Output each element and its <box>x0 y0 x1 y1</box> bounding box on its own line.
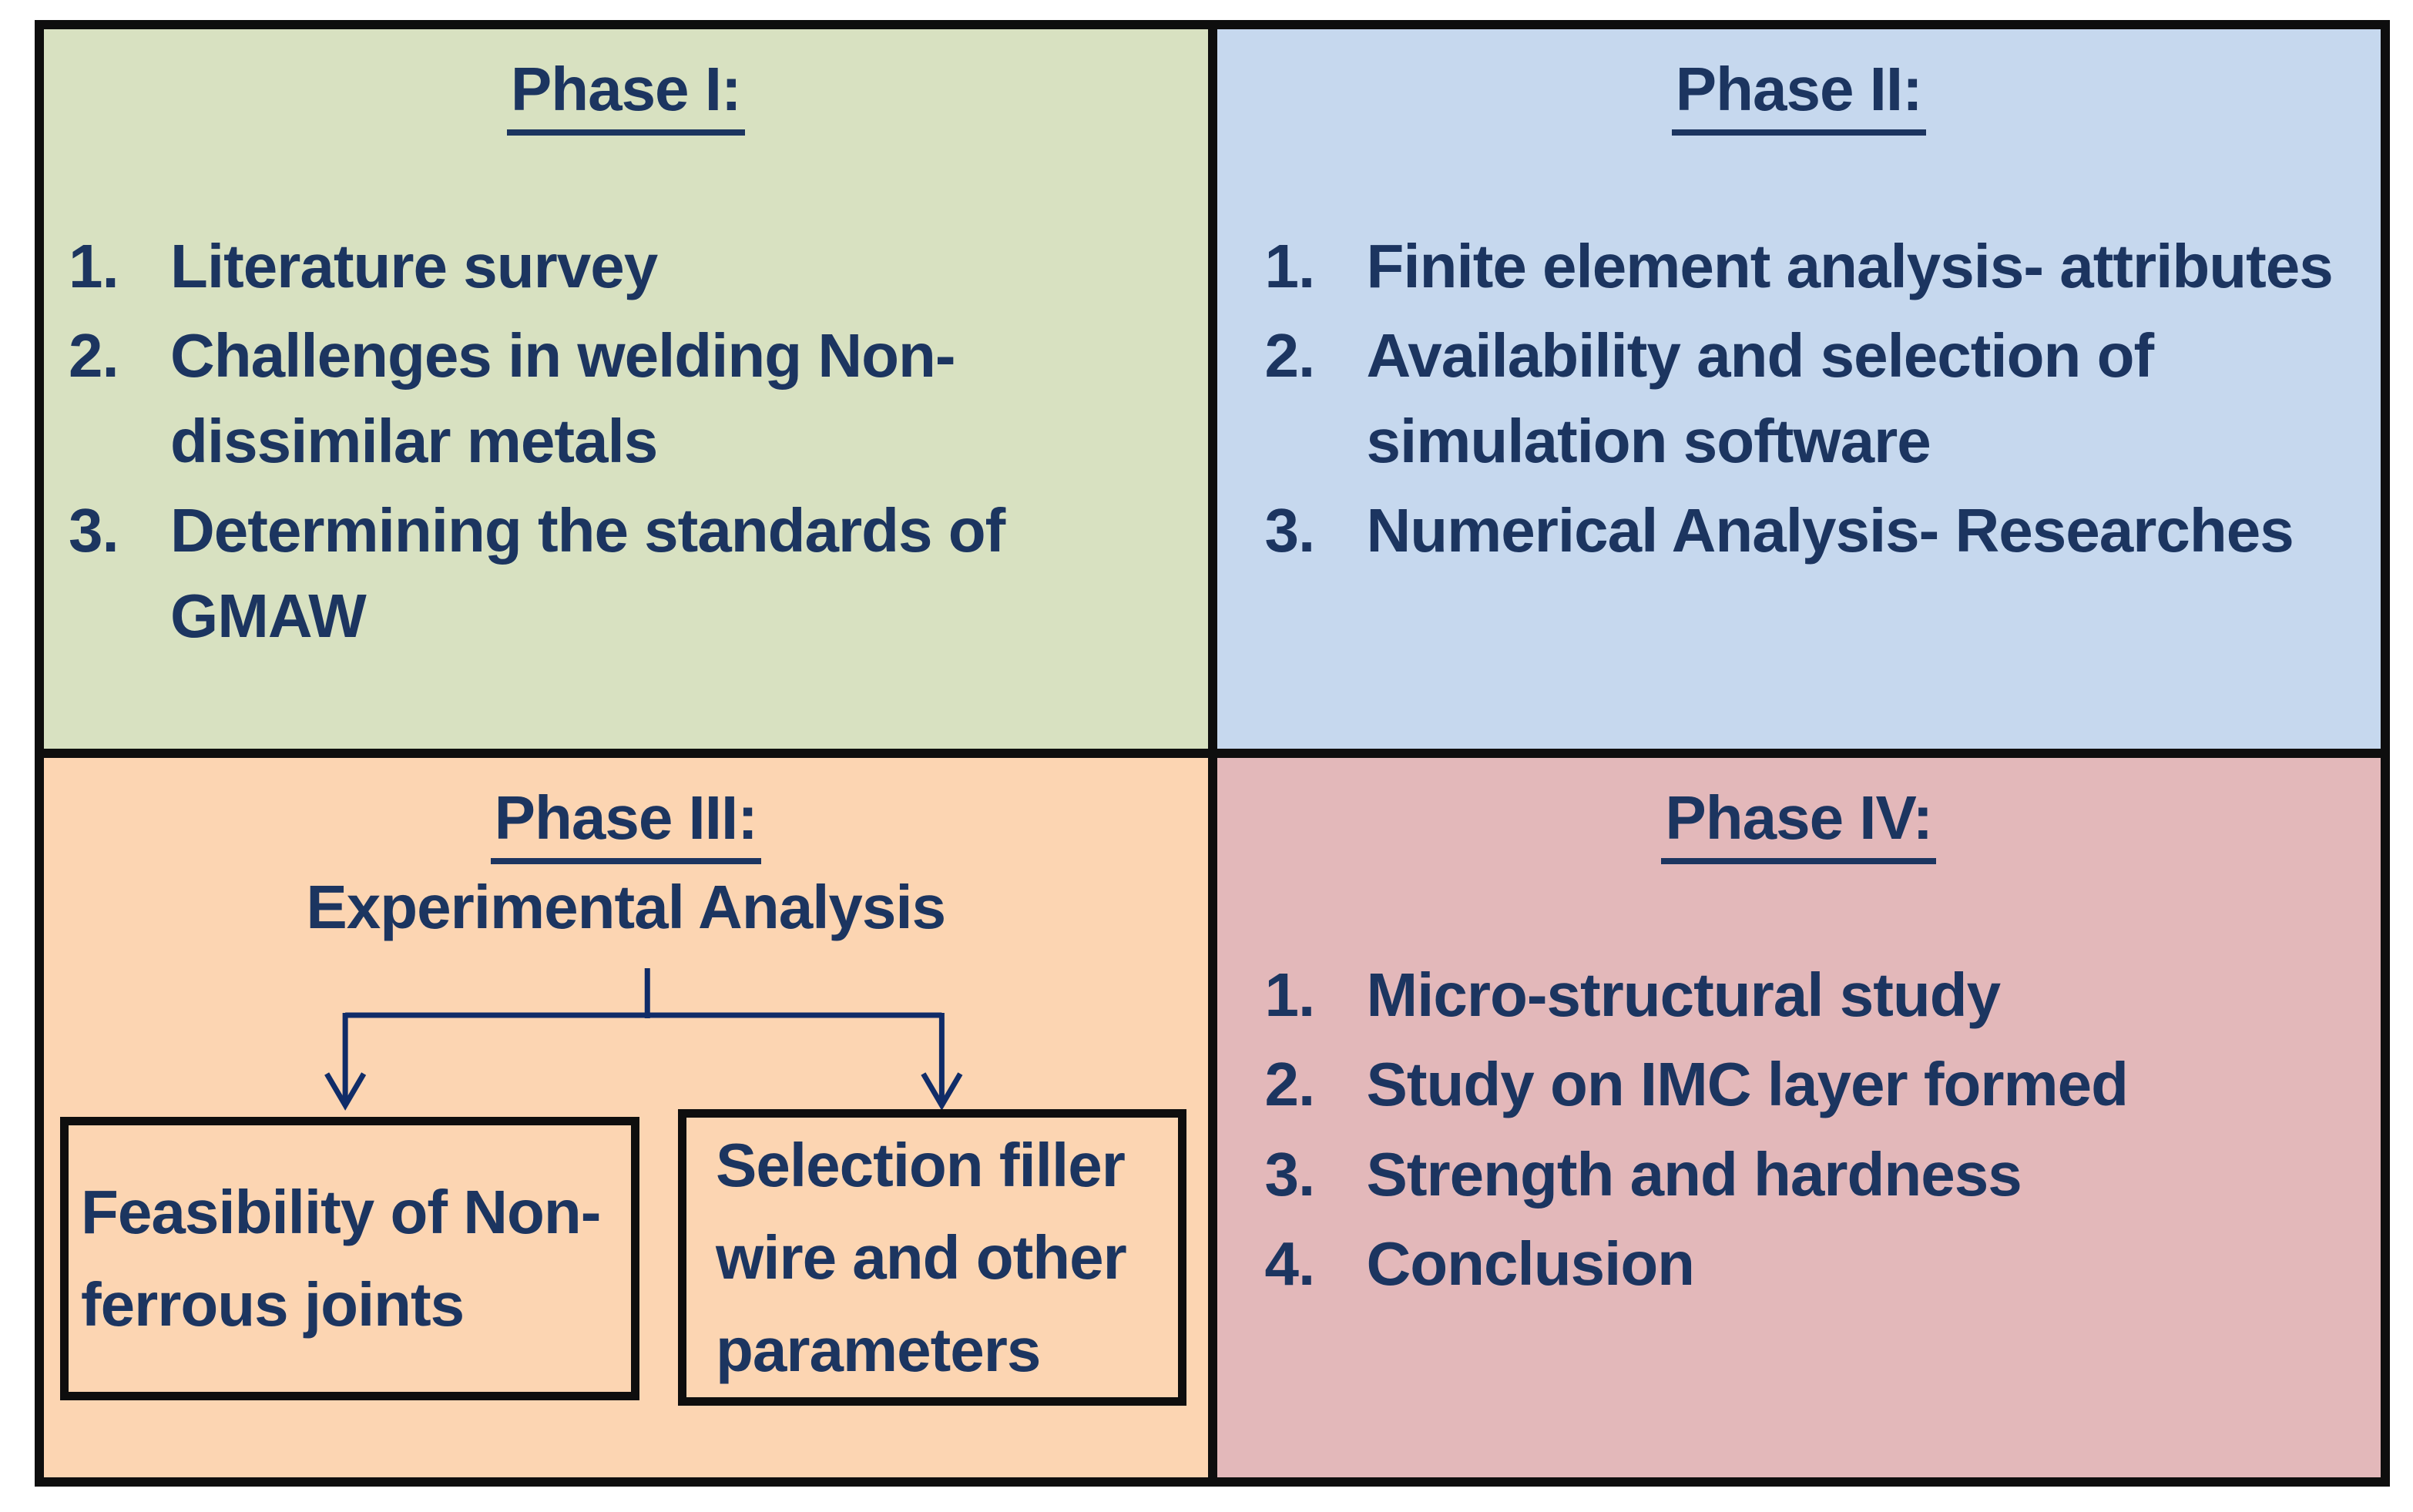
list-item-number: 2. <box>1264 321 1316 391</box>
list-item: 2. Availability and selection of simulat… <box>1265 313 2363 484</box>
phase-3-panel: Phase III: Experimental Analysis Feasibi… <box>44 758 1208 1477</box>
list-item-number: 3. <box>1264 496 1316 565</box>
phase-3-box-filler-wire: Selection filler wire and other paramete… <box>678 1109 1186 1406</box>
list-item-text: Finite element analysis- attributes <box>1366 232 2334 300</box>
list-item-number: 1. <box>69 232 119 300</box>
list-item-text: Numerical Analysis- Researches <box>1366 496 2294 565</box>
list-item: 2. Challenges in welding Non- dissimilar… <box>69 313 1190 484</box>
list-item-text: Conclusion <box>1366 1229 1696 1299</box>
list-item: 3. Numerical Analysis- Researches <box>1265 488 2363 573</box>
phase-2-panel: Phase II: 1. Finite element analysis- at… <box>1217 29 2381 749</box>
list-item-text: Challenges in welding Non- dissimilar me… <box>170 321 955 475</box>
list-item: 2. Study on IMC layer formed <box>1265 1042 2363 1127</box>
phase-quadrant-grid: Phase I: 1. Literature survey 2. Challen… <box>35 20 2390 1487</box>
phase-3-connector-arrows <box>324 968 963 1111</box>
list-item-number: 3. <box>1264 1139 1316 1209</box>
arrowhead-right-icon <box>921 1072 963 1111</box>
arrowhead-left-icon <box>324 1072 367 1111</box>
phase-3-title: Phase III: <box>490 781 761 864</box>
phase-4-title-row: Phase IV: <box>1228 781 2371 864</box>
list-item: 3. Strength and hardness <box>1265 1132 2363 1217</box>
box-text: Feasibility of Non- ferrous joints <box>81 1178 601 1339</box>
list-item-number: 3. <box>69 496 119 565</box>
list-item: 1. Micro-structural study <box>1265 953 2363 1038</box>
phase-1-panel: Phase I: 1. Literature survey 2. Challen… <box>44 29 1208 749</box>
list-item-text: Study on IMC layer formed <box>1366 1050 2129 1119</box>
phase-3-subtitle: Experimental Analysis <box>306 873 946 941</box>
phase-3-title-row: Phase III: <box>44 781 1208 864</box>
phase-2-title-row: Phase II: <box>1228 52 2371 136</box>
list-item-number: 1. <box>1264 961 1316 1029</box>
list-item-text: Literature survey <box>170 232 658 300</box>
phase-1-title-row: Phase I: <box>55 52 1197 136</box>
list-item-text: Determining the standards of GMAW <box>170 496 1005 650</box>
list-item: 1. Literature survey <box>69 224 1190 309</box>
box-text: Selection filler wire and other paramete… <box>716 1130 1127 1384</box>
phase-2-list: 1. Finite element analysis- attributes 2… <box>1228 224 2371 574</box>
list-item: 4. Conclusion <box>1265 1222 2363 1306</box>
list-item-number: 1. <box>1264 232 1316 300</box>
list-item-text: Availability and selection of simulation… <box>1366 321 2155 475</box>
phase-2-title: Phase II: <box>1671 52 1926 136</box>
list-item: 3. Determining the standards of GMAW <box>69 488 1190 659</box>
list-item-text: Micro-structural study <box>1366 961 2002 1029</box>
phase-4-panel: Phase IV: 1. Micro-structural study 2. S… <box>1217 758 2381 1477</box>
phase-1-list: 1. Literature survey 2. Challenges in we… <box>55 224 1197 659</box>
phase-1-title: Phase I: <box>506 52 745 136</box>
list-item: 1. Finite element analysis- attributes <box>1265 224 2363 309</box>
list-item-number: 2. <box>69 321 119 391</box>
list-item-number: 2. <box>1264 1050 1316 1119</box>
list-item-text: Strength and hardness <box>1366 1139 2022 1209</box>
phase-3-box-feasibility: Feasibility of Non- ferrous joints <box>60 1117 639 1400</box>
phase-4-title: Phase IV: <box>1661 781 1937 864</box>
phase-4-list: 1. Micro-structural study 2. Study on IM… <box>1228 953 2371 1307</box>
list-item-number: 4. <box>1264 1229 1316 1299</box>
